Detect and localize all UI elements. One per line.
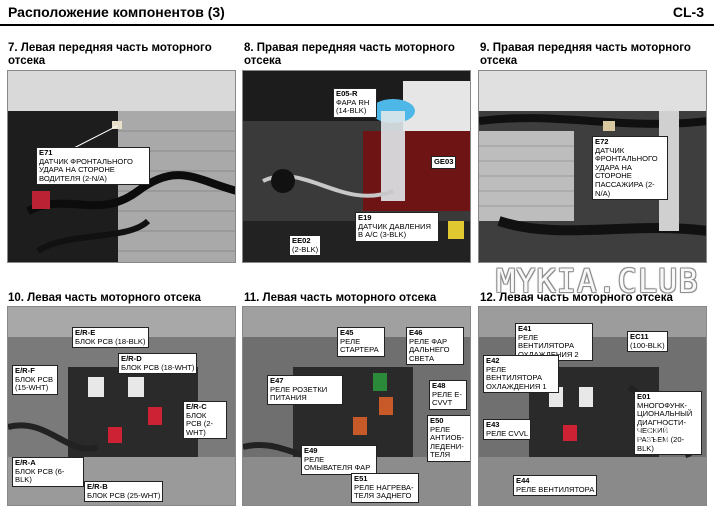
section-11-title: 11. Левая часть моторного отсека [244,292,437,304]
label-e45: E45 РЕЛЕ СТАРТЕРА [337,327,385,357]
label-e46: E46 РЕЛЕ ФАР ДАЛЬНЕГО СВЕТА [406,327,464,366]
section-7-title: 7. Левая передняя часть моторного отсека [8,42,212,67]
watermark-text: MYKIA.CLUB [496,262,699,300]
section-9-photo: E72 ДАТЧИК ФРОНТАЛЬНОГО УДАРА НА СТОРОНЕ… [478,70,707,263]
label-e44: E44 РЕЛЕ ВЕНТИЛЯТОРА [513,475,598,497]
section-8-title: 8. Правая передняя часть моторного отсек… [244,42,455,67]
section-7-photo: E71 ДАТЧИК ФРОНТАЛЬНОГО УДАРА НА СТОРОНЕ… [7,70,236,263]
label-e43: E43 РЕЛЕ CVVL [483,419,532,441]
header-rule [0,24,714,26]
label-e49: E49 РЕЛЕ ОМЫВАТЕЛЯ ФАР [301,445,377,475]
section-8-photo: E05-R ФАРА RH (14-BLK) GE03 E19 ДАТЧИК Д… [242,70,471,263]
watermark-fragment: UB [636,418,670,451]
page-number: CL-3 [672,4,704,20]
section-12-title: 12. Левая часть моторного отсека [480,292,673,304]
label-e42: E42 РЕЛЕ ВЕНТИЛЯТОРА ОХЛАЖДЕНИЯ 1 [483,355,559,394]
label-e41: E41 РЕЛЕ ВЕНТИЛЯТОРА ОХЛАЖДЕНИЯ 2 [515,323,593,362]
label-e48: E48 РЕЛЕ E-CVVT [429,380,467,410]
section-10-photo: E/R-E БЛОК PCB (18-BLK) E/R-D БЛОК PCB (… [7,306,236,506]
label-er-d: E/R-D БЛОК PCB (18-WHT) [118,353,198,375]
label-er-a: E/R-A БЛОК PCB (6-BLK) [12,457,84,487]
section-9-title: 9. Правая передняя часть моторного отсек… [480,42,691,67]
page-title: Расположение компонентов (3) [8,4,225,20]
label-er-f: E/R-F БЛОК PCB (15-WHT) [12,365,58,395]
label-er-c: E/R-C БЛОК PCB (2-WHT) [183,401,227,440]
label-e72: E72 ДАТЧИК ФРОНТАЛЬНОГО УДАРА НА СТОРОНЕ… [592,136,668,201]
label-er-e: E/R-E БЛОК PCB (18-BLK) [72,327,149,349]
page-header: Расположение компонентов (3) CL-3 [0,0,714,26]
label-e50: E50 РЕЛЕ АНТИОБ-ЛЕДЕНИ-ТЕЛЯ [427,415,470,462]
section-10-title: 10. Левая часть моторного отсека [8,292,201,304]
label-e01: E01 МНОГОФУНК-ЦИОНАЛЬНЫЙ ДИАГНОСТИ-ЧЕСКИ… [634,391,702,456]
section-12-photo: E41 РЕЛЕ ВЕНТИЛЯТОРА ОХЛАЖДЕНИЯ 2 EC11 (… [478,306,707,506]
label-ee02: EE02 (2-BLK) [289,235,322,257]
label-ec11: EC11 (100-BLK) [627,331,668,353]
label-e19: E19 ДАТЧИК ДАВЛЕНИЯ В А/С (3-BLK) [355,212,439,242]
label-e51: E51 РЕЛЕ НАГРЕВА-ТЕЛЯ ЗАДНЕГО [351,473,419,503]
label-e71: E71 ДАТЧИК ФРОНТАЛЬНОГО УДАРА НА СТОРОНЕ… [36,147,150,186]
label-er-b: E/R-B БЛОК PCB (25-WHT) [84,481,164,503]
label-ge03: GE03 [431,156,457,169]
label-e05-r: E05-R ФАРА RH (14-BLK) [333,88,377,118]
label-e47: E47 РЕЛЕ РОЗЕТКИ ПИТАНИЯ [267,375,343,405]
section-11-photo: E45 РЕЛЕ СТАРТЕРА E46 РЕЛЕ ФАР ДАЛЬНЕГО … [242,306,471,506]
